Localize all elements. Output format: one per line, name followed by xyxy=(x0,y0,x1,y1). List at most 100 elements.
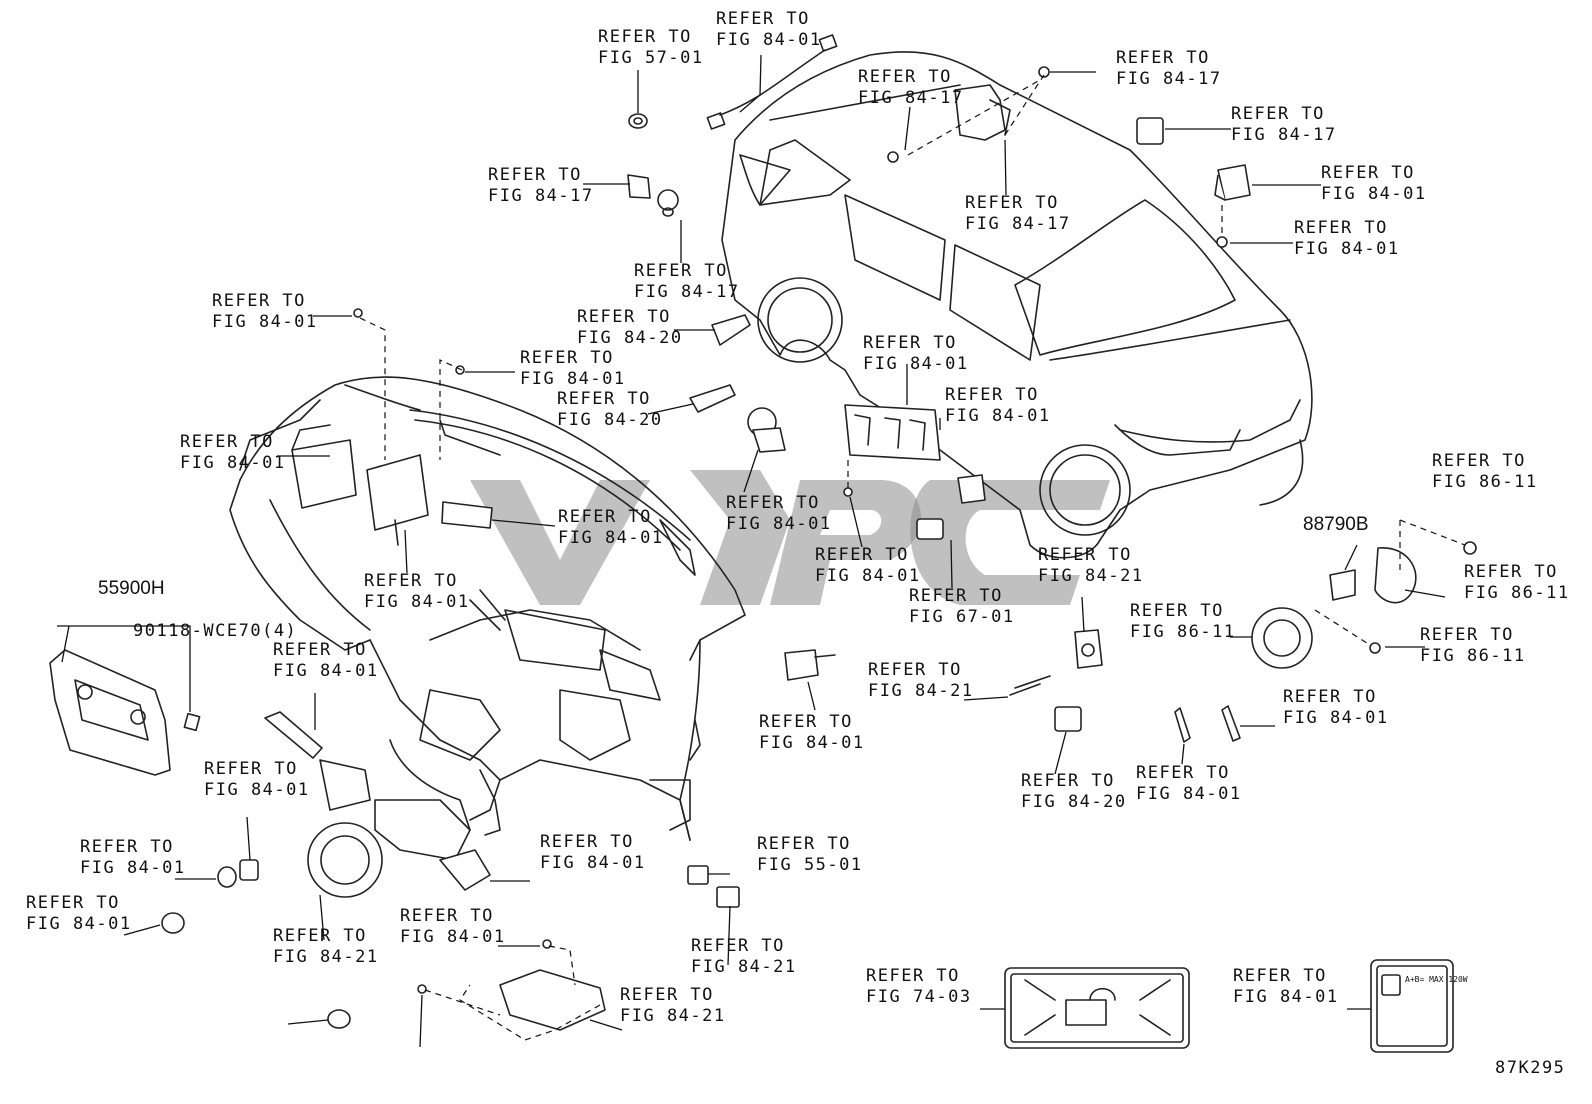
callout-fig-link[interactable]: FIG 84-01 xyxy=(558,528,664,548)
callout-fig-link[interactable]: FIG 84-01 xyxy=(759,733,865,753)
callout-fig-link[interactable]: FIG 86-11 xyxy=(1130,622,1236,642)
callout-refer-to: REFER TO xyxy=(634,261,728,281)
callout-fig-link[interactable]: FIG 84-01 xyxy=(1321,184,1427,204)
callout-fig-link[interactable]: FIG 84-01 xyxy=(80,858,186,878)
callout-refer-to: REFER TO xyxy=(1021,771,1115,791)
callout-refer-to: REFER TO xyxy=(557,389,651,409)
callout-fig-link[interactable]: FIG 84-01 xyxy=(945,406,1051,426)
callout-fig-link[interactable]: FIG 84-21 xyxy=(273,947,379,967)
callout-fig-link[interactable]: FIG 84-01 xyxy=(863,354,969,374)
callout-refer-to: REFER TO xyxy=(180,432,274,452)
callout-refer-to: REFER TO xyxy=(364,571,458,591)
callout-fig-link[interactable]: FIG 84-20 xyxy=(577,328,683,348)
callout-refer-to: REFER TO xyxy=(620,985,714,1005)
callout-fig-link[interactable]: FIG 67-01 xyxy=(909,607,1015,627)
callout-refer-to: REFER TO xyxy=(1038,545,1132,565)
callout-fig-link[interactable]: FIG 84-17 xyxy=(634,282,740,302)
callout-refer-to: REFER TO xyxy=(1136,763,1230,783)
callout-fig-link[interactable]: FIG 55-01 xyxy=(757,855,863,875)
callout-refer-to: REFER TO xyxy=(858,67,952,87)
drawing-code: 87K295 xyxy=(1495,1058,1565,1078)
callout-refer-to: REFER TO xyxy=(520,348,614,368)
part-drawings xyxy=(49,34,1477,1053)
callout-refer-to: REFER TO xyxy=(540,832,634,852)
callout-refer-to: REFER TO xyxy=(598,27,692,47)
callout-fig-link[interactable]: FIG 84-17 xyxy=(858,88,964,108)
part-number-55900h[interactable]: 55900H xyxy=(98,578,165,599)
callout-fig-link[interactable]: FIG 84-01 xyxy=(400,927,506,947)
callout-refer-to: REFER TO xyxy=(80,837,174,857)
callout-fig-link[interactable]: FIG 84-01 xyxy=(1283,708,1389,728)
callout-fig-link[interactable]: FIG 84-01 xyxy=(180,453,286,473)
callout-refer-to: REFER TO xyxy=(273,640,367,660)
callout-refer-to: REFER TO xyxy=(1233,966,1327,986)
callout-refer-to: REFER TO xyxy=(759,712,853,732)
callout-refer-to: REFER TO xyxy=(757,834,851,854)
load-label-text: A+B= MAX 120W xyxy=(1405,975,1468,984)
callout-fig-link[interactable]: FIG 84-01 xyxy=(1233,987,1339,1007)
callout-fig-link[interactable]: FIG 86-11 xyxy=(1420,646,1526,666)
callout-refer-to: REFER TO xyxy=(726,493,820,513)
callout-fig-link[interactable]: FIG 84-01 xyxy=(204,780,310,800)
callout-refer-to: REFER TO xyxy=(1321,163,1415,183)
callout-fig-link[interactable]: FIG 84-01 xyxy=(726,514,832,534)
callout-refer-to: REFER TO xyxy=(868,660,962,680)
callout-refer-to: REFER TO xyxy=(815,545,909,565)
callout-fig-link[interactable]: FIG 84-01 xyxy=(364,592,470,612)
callout-fig-link[interactable]: FIG 84-20 xyxy=(557,410,663,430)
part-number-90118-wce70[interactable]: 90118-WCE70(4) xyxy=(133,621,297,641)
leader-lines xyxy=(57,54,1466,1048)
callout-fig-link[interactable]: FIG 84-01 xyxy=(815,566,921,586)
vehicle-outline xyxy=(721,51,1313,559)
callout-refer-to: REFER TO xyxy=(558,507,652,527)
callout-refer-to: REFER TO xyxy=(691,936,785,956)
callout-refer-to: REFER TO xyxy=(866,966,960,986)
callout-refer-to: REFER TO xyxy=(1231,104,1325,124)
callout-fig-link[interactable]: FIG 84-01 xyxy=(1136,784,1242,804)
callout-fig-link[interactable]: FIG 84-21 xyxy=(868,681,974,701)
callout-refer-to: REFER TO xyxy=(716,9,810,29)
callout-fig-link[interactable]: FIG 84-21 xyxy=(1038,566,1144,586)
callout-fig-link[interactable]: FIG 84-01 xyxy=(716,30,822,50)
callout-refer-to: REFER TO xyxy=(1130,601,1224,621)
callout-fig-link[interactable]: FIG 84-01 xyxy=(520,369,626,389)
callout-refer-to: REFER TO xyxy=(1283,687,1377,707)
callout-fig-link[interactable]: FIG 57-01 xyxy=(598,48,704,68)
callout-refer-to: REFER TO xyxy=(273,926,367,946)
callout-refer-to: REFER TO xyxy=(488,165,582,185)
callout-fig-link[interactable]: FIG 84-01 xyxy=(540,853,646,873)
callout-refer-to: REFER TO xyxy=(965,193,1059,213)
callout-fig-link[interactable]: FIG 84-20 xyxy=(1021,792,1127,812)
callout-refer-to: REFER TO xyxy=(26,893,120,913)
watermark-logo xyxy=(470,470,1110,605)
callout-fig-link[interactable]: FIG 84-17 xyxy=(488,186,594,206)
callout-refer-to: REFER TO xyxy=(863,333,957,353)
callout-refer-to: REFER TO xyxy=(1116,48,1210,68)
callout-fig-link[interactable]: FIG 84-17 xyxy=(1231,125,1337,145)
callout-fig-link[interactable]: FIG 84-17 xyxy=(965,214,1071,234)
callout-refer-to: REFER TO xyxy=(212,291,306,311)
callout-refer-to: REFER TO xyxy=(945,385,1039,405)
callout-refer-to: REFER TO xyxy=(400,906,494,926)
callout-fig-link[interactable]: FIG 84-01 xyxy=(273,661,379,681)
callout-fig-link[interactable]: FIG 86-11 xyxy=(1432,472,1538,492)
callout-refer-to: REFER TO xyxy=(1432,451,1526,471)
callout-refer-to: REFER TO xyxy=(1420,625,1514,645)
callout-fig-link[interactable]: FIG 84-01 xyxy=(1294,239,1400,259)
callout-fig-link[interactable]: FIG 84-17 xyxy=(1116,69,1222,89)
instrument-panel xyxy=(229,376,746,841)
callout-fig-link[interactable]: FIG 74-03 xyxy=(866,987,972,1007)
callout-fig-link[interactable]: FIG 84-01 xyxy=(26,914,132,934)
callout-fig-link[interactable]: FIG 84-21 xyxy=(691,957,797,977)
callout-fig-link[interactable]: FIG 86-11 xyxy=(1464,583,1570,603)
part-number-88790b[interactable]: 88790B xyxy=(1303,514,1369,535)
callout-fig-link[interactable]: FIG 84-01 xyxy=(212,312,318,332)
callout-refer-to: REFER TO xyxy=(1464,562,1558,582)
callout-refer-to: REFER TO xyxy=(1294,218,1388,238)
callout-fig-link[interactable]: FIG 84-21 xyxy=(620,1006,726,1026)
callout-refer-to: REFER TO xyxy=(204,759,298,779)
callout-refer-to: REFER TO xyxy=(909,586,1003,606)
